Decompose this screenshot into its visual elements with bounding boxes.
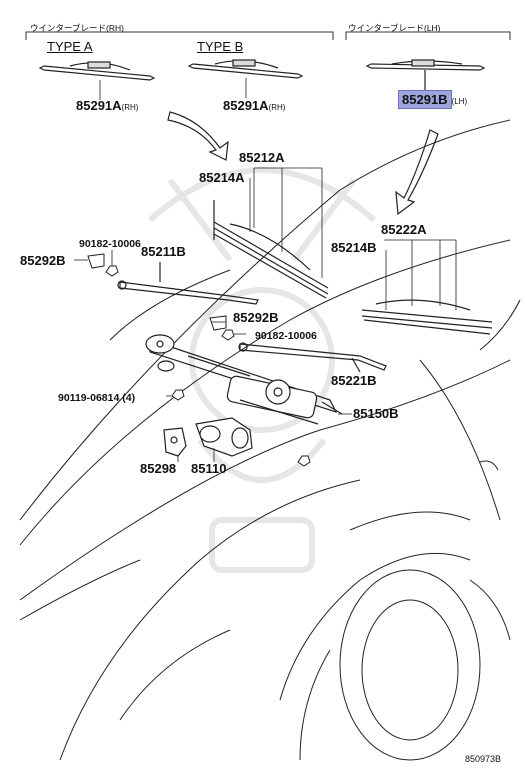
winter-blade-type-a: [38, 61, 156, 81]
part-number: 85291A: [223, 98, 269, 113]
car-body: [19, 119, 521, 761]
part-85150b[interactable]: 85150B: [353, 406, 399, 421]
wiper-blade-lh: [361, 299, 493, 335]
drawing-code: 850973B: [465, 754, 502, 764]
part-85291a-type-a[interactable]: 85291A(RH): [76, 99, 138, 115]
part-85292b-center[interactable]: 85292B: [233, 310, 279, 325]
wiper-arm-lh: [238, 342, 387, 373]
side-label: (RH): [268, 103, 286, 112]
caps-and-nuts: [87, 253, 311, 467]
part-90182-upper[interactable]: 90182-10006: [79, 238, 141, 250]
blade-leaders: [249, 167, 457, 310]
motor-bracket: [163, 427, 187, 457]
part-number: 90119-06814: [58, 392, 120, 404]
winter-blade-type-b: [187, 59, 304, 79]
side-label: (LH): [451, 97, 468, 106]
part-85214a[interactable]: 85214A: [199, 170, 245, 185]
watermark: [148, 167, 376, 573]
wiper-motor: [195, 417, 253, 457]
header-lh: ウインターブレード(LH): [348, 23, 441, 33]
part-number-highlighted: 85291B: [398, 90, 452, 109]
pointer-arrows: [167, 111, 439, 216]
part-number: 85291A: [76, 98, 122, 113]
part-85211b[interactable]: 85211B: [141, 244, 186, 259]
part-85298[interactable]: 85298: [140, 461, 177, 476]
wiper-arm-rh: [117, 262, 259, 305]
top-leaders: [99, 78, 247, 100]
part-85291b[interactable]: 85291B(LH): [398, 90, 468, 109]
motor-leaders: [177, 413, 352, 462]
part-85221b[interactable]: 85221B: [331, 373, 377, 388]
quantity: (4): [122, 392, 136, 404]
winter-blade-lh: [365, 59, 486, 92]
header-brackets: [25, 31, 511, 40]
side-label: (RH): [121, 103, 139, 112]
part-85292b-left[interactable]: 85292B: [20, 253, 66, 268]
type-a-label: TYPE A: [47, 39, 93, 54]
type-b-label: TYPE B: [197, 39, 244, 54]
part-85222a[interactable]: 85222A: [381, 222, 427, 237]
part-85110[interactable]: 85110: [191, 461, 227, 476]
part-85214b[interactable]: 85214B: [331, 240, 377, 255]
header-rh: ウインターブレード(RH): [30, 23, 124, 33]
wiper-blade-rh: [213, 200, 329, 299]
part-90119[interactable]: 90119-06814 (4): [58, 391, 135, 405]
nut-leaders: [74, 250, 246, 397]
part-90182-lower[interactable]: 90182-10006: [255, 330, 317, 342]
part-85212a[interactable]: 85212A: [239, 150, 285, 165]
part-85291a-type-b[interactable]: 85291A(RH): [223, 99, 285, 115]
wiper-link: [145, 334, 343, 425]
